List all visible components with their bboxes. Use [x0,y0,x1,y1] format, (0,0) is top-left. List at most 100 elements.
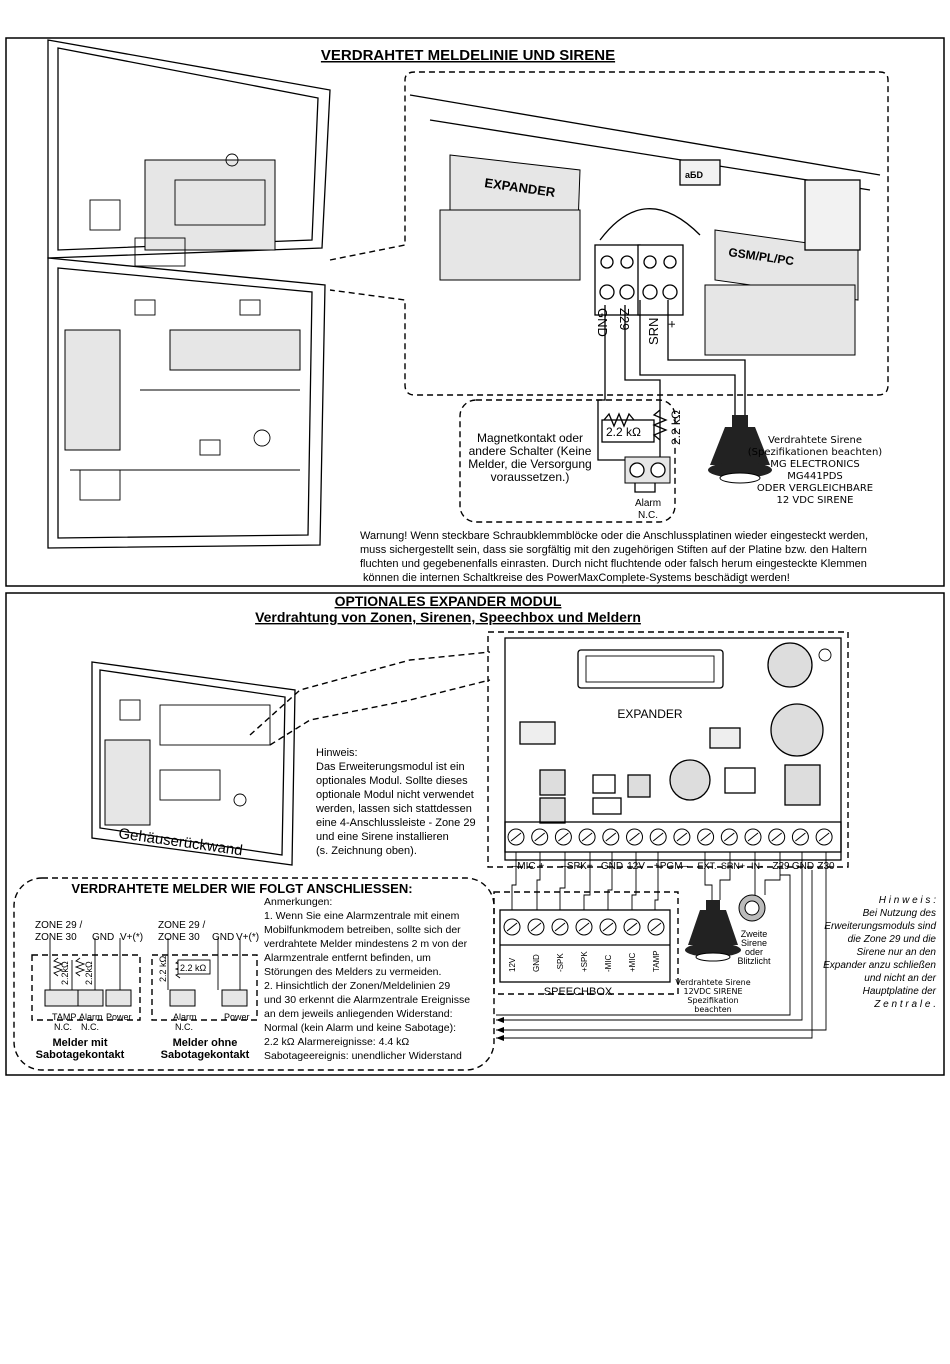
detectors-title: VERDRAHTETE MELDER WIE FOLGT ANSCHLIESSE… [71,881,412,896]
screw-slot [534,832,546,842]
exp-term-in: IN- [751,861,763,871]
top-panel-frame [5,37,945,587]
siren-note-3: MG ELECTRONICS [770,459,859,470]
exp-term-mic: –MIC + [512,861,545,872]
siren-icon-bottom [685,900,741,962]
sb-term-plus-mic: +MIC [628,952,637,972]
siren-note-6: 12 VDC SIRENE [777,495,854,506]
side-hint-5: Sirene nur an den [856,947,936,958]
siren-note-1: Verdrahtete Sirene [768,435,862,446]
det2-vplus: V+(*) [236,932,259,943]
warning-line-2: muss sichergestellt sein, dass sie sorgf… [360,544,867,556]
exp-term-spk: –SPK+ [561,861,593,872]
screw-slot [795,832,806,842]
det2-alarm-1: Alarm [173,1012,197,1022]
bottom-zoom-callout [249,651,491,746]
notes-line-5: Alarmzentrale entfernt befinden, um [264,952,431,964]
det1-zone-2: ZONE 30 [35,932,77,943]
zoomed-board [409,94,881,356]
screw-slot [581,832,593,842]
hint-line-3: optionales Modul. Sollte dieses [316,775,468,787]
screw-slot [652,832,664,842]
screw-slot [700,832,711,842]
siren-note-2: (Spezifikationen beachten) [748,447,883,458]
det1-tamp-1: TAMP [52,1012,76,1022]
speechbox-label: SPEECHBOX [544,986,613,998]
warning-line-1: Warnung! Wenn steckbare Schraubklemmblöc… [360,530,868,542]
det2-title-2: Sabotagekontakt [161,1049,250,1061]
notes-line-12: Sabotageereignis: unendlicher Widerstand [264,1050,462,1062]
switch-note-3: Melder, die Versorgung [468,457,591,471]
hint-line-5: werden, lassen sich stattdessen [315,803,472,815]
sb-term-gnd: GND [532,954,541,972]
bottom-siren-note-3: Spezifikation [687,996,738,1005]
exp-term-gnd2: GND [792,861,814,872]
sb-term-plus-spk: +SPK [580,951,589,972]
warning-line-3: fluchten und gegebenenfalls einrasten. D… [360,558,867,570]
screw-slot [723,832,735,842]
screw-slot [558,832,569,842]
sb-term-12v: 12V [508,957,517,972]
screw-slot [510,832,522,842]
side-hint-9: Z e n t r a l e . [873,999,936,1010]
second-siren-2: Sirene [741,938,767,948]
notes-line-7: 2. Hinsichtlich der Zonen/Meldelinien 29 [264,980,450,992]
resistor-b-label: 2.2 kΩ [669,410,683,445]
siren-icon [708,415,772,484]
expander-terminal-screws [507,828,833,846]
side-hint-1: H i n w e i s : [879,895,936,906]
detector-with-tamper [31,938,141,1021]
det2-gnd: GND [212,932,234,943]
det2-power: Power [224,1012,250,1022]
resistor-a-box [601,419,655,443]
expander-board [504,637,842,861]
notes-line-11: 2.2 kΩ Alarmereignisse: 4.4 kΩ [264,1036,409,1048]
switch-loop-icon [634,483,656,493]
side-hint-6: Expander anzu schließen [823,960,936,971]
housing-drawing [91,661,296,866]
bottom-panel-frame [5,592,945,1076]
top-title: VERDRAHTET MELDELINIE UND SIRENE [321,47,615,64]
speechbox-screws [503,918,665,936]
side-hint-8: Hauptplatine der [863,986,937,997]
hint-line-6: eine 4-Anschlussleiste - Zone 29 [316,817,476,829]
side-hint-3: Erweiterungsmoduls sind [824,921,936,932]
screw-slot [554,922,566,932]
exp-term-srn: SRN+ [721,861,745,871]
notes-line-9: an dem jeweils anliegenden Widerstand: [264,1008,453,1020]
det2-alarm-2: N.C. [175,1022,193,1032]
screw-slot [578,922,590,932]
det1-alarm-1: Alarm [79,1012,103,1022]
bottom-title-1: OPTIONALES EXPANDER MODUL [335,593,562,609]
exp-term-pgm: +PGM– [654,861,689,872]
det1-alarm-2: N.C. [81,1022,99,1032]
notes-line-3: Mobilfunkmodem betreiben, sollte sich de… [264,924,461,936]
alarm-label-2: N.C. [638,510,658,521]
screw-slot [605,832,617,842]
det1-r1: 2.2kΩ [60,961,70,985]
sb-term-tamp: TAMP [652,950,661,972]
bottom-siren-note-2: 12VDC SIRENE [683,987,742,996]
det1-zone-1: ZONE 29 / [35,920,82,931]
siren-note-4: MG441PDS [787,471,843,482]
exp-term-ext: EXT. [697,861,716,871]
det2-zone-2: ZONE 30 [158,932,200,943]
det1-r2: 2.2kΩ [84,961,94,985]
screw-slot [818,832,830,842]
notes-line-6: Störungen des Melders zu vermeiden. [264,966,441,978]
siren-note-5: ODER VERGLEICHBARE [757,483,873,494]
siren-wires [496,852,827,1039]
det1-title-1: Melder mit [52,1037,107,1049]
det1-tamp-2: N.C. [54,1022,72,1032]
notes-line-10: Normal (kein Alarm und keine Sabotage): [264,1022,456,1034]
det1-vplus: V+(*) [120,932,143,943]
warning-line-4: können die internen Schaltkreise des Pow… [363,572,790,584]
screw-slot [626,922,638,932]
hint-line-8: (s. Zeichnung oben). [316,845,417,857]
detector-without-tamper [151,938,258,1021]
det1-power: Power [106,1012,132,1022]
side-hint-7: und nicht an der [864,973,936,984]
notes-line-2: 1. Wenn Sie eine Alarmzentrale mit einem [264,910,460,922]
chip-label: aБD [685,170,703,180]
